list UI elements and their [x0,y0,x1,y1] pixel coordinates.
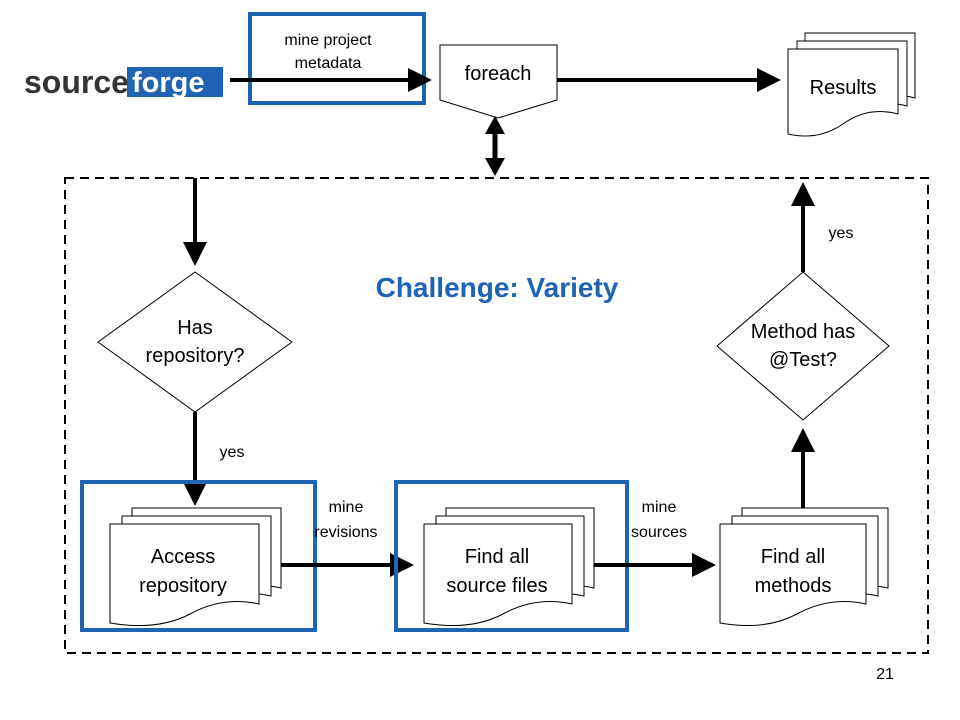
find-source-files-label-2: source files [446,575,547,597]
sourceforge-logo: source forge [24,64,223,100]
highlight-box-access-repository [80,480,317,632]
method-has-test-decision [716,271,890,421]
dashed-loop-container [64,177,929,654]
slide-title: Challenge: Variety [376,272,619,303]
has-repository-label-2: repository? [146,345,245,367]
results-documents-node [787,32,916,137]
find-source-files-label-1: Find all [465,546,529,568]
find-methods-label-2: methods [755,575,832,597]
has-repository-label-1: Has [177,317,213,339]
double-arrow-up-head [485,116,505,134]
find-methods-label-1: Find all [761,546,825,568]
yes-label-left: yes [220,444,245,461]
results-label: Results [810,77,877,99]
method-has-test-label-2: @Test? [769,349,837,371]
find-source-files-node [423,507,595,627]
mine-revisions-label-1: mine [329,499,364,516]
highlight-box-mine-metadata [248,12,426,105]
mine-project-label-1: mine project [284,32,372,49]
double-arrow-down-head [485,158,505,176]
access-repository-label-1: Access [151,546,215,568]
find-methods-node [719,507,889,627]
logo-forge-bg [127,67,223,97]
mine-sources-label-1: mine [642,499,677,516]
access-repository-label-2: repository [139,575,227,597]
logo-text-forge: forge [132,67,205,99]
yes-label-right: yes [829,225,854,242]
logo-text-source: source [24,64,129,100]
access-repository-node [109,507,282,627]
method-has-test-label-1: Method has [751,321,856,343]
has-repository-decision [97,271,293,413]
page-number: 21 [876,666,894,683]
mine-sources-label-2: sources [631,524,687,541]
highlight-box-find-source-files [394,480,629,632]
mine-project-label-2: metadata [295,55,362,72]
foreach-label: foreach [465,63,532,85]
foreach-node [439,44,558,119]
mine-revisions-label-2: revisions [314,524,377,541]
